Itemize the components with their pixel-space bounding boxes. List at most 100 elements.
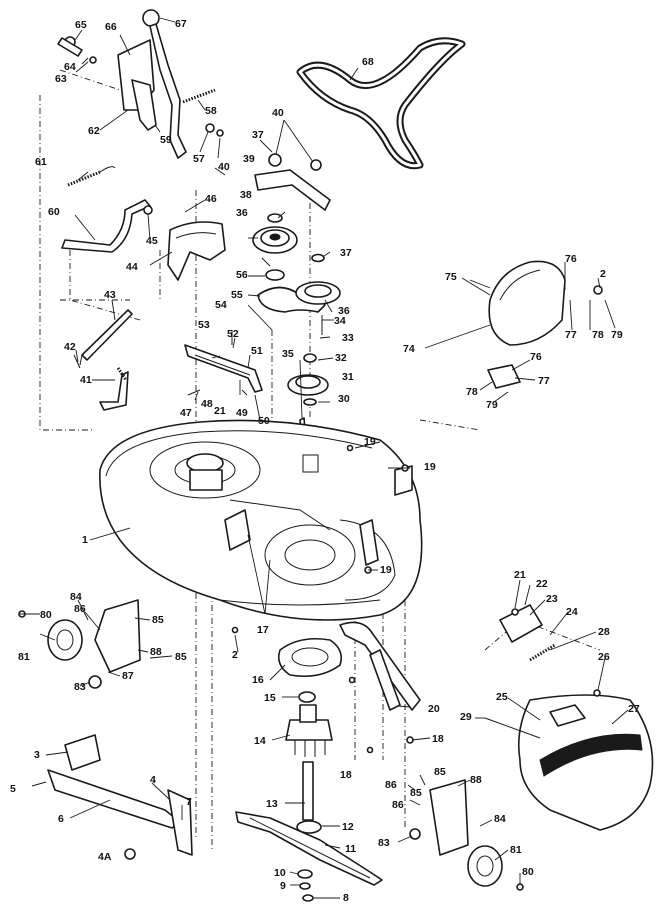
label-28: 28 [598,626,610,638]
label-33: 33 [342,332,354,344]
spindle-14 [285,704,333,757]
label-84a: 84 [70,591,82,603]
label-63: 63 [55,73,67,85]
label-78b: 78 [466,386,478,398]
lift-lever-assembly [57,9,224,159]
label-76b: 76 [530,351,542,363]
label-37b: 37 [340,247,352,259]
label-61: 61 [35,156,47,168]
label-88a: 88 [150,646,162,658]
bracket-23 [499,604,556,662]
label-88b: 88 [470,774,482,786]
label-6: 6 [58,813,64,825]
spring-61 [67,166,116,187]
label-38: 38 [240,189,252,201]
label-79b: 79 [486,399,498,411]
label-10: 10 [274,867,286,879]
link-rod-60 [61,199,153,253]
link-6 [47,769,181,829]
label-86c: 86 [392,799,404,811]
label-64: 64 [64,61,76,73]
stabilizer-20 [339,621,421,711]
idler-bracket-39 [254,153,331,211]
spacer-31 [303,398,317,406]
label-21a: 21 [214,405,226,417]
label-16: 16 [252,674,264,686]
pulley-36-lower [295,281,341,305]
label-55: 55 [231,289,243,301]
label-21b: 21 [514,569,526,581]
mower-deck-1 [99,419,423,621]
label-18a: 18 [432,733,444,745]
label-57: 57 [193,153,205,165]
label-83a: 83 [74,681,86,693]
label-58: 58 [205,105,217,117]
label-19c: 19 [380,564,392,576]
pulley-32 [287,353,329,396]
label-78a: 78 [592,329,604,341]
label-36a: 36 [236,207,248,219]
seat-74 [487,260,603,389]
label-4: 4 [150,774,156,786]
label-62: 62 [88,125,100,137]
label-80a: 80 [40,609,52,621]
label-3: 3 [34,749,40,761]
label-77a: 77 [565,329,577,341]
label-86a: 86 [74,603,86,615]
label-85b: 85 [175,651,187,663]
label-24: 24 [566,606,578,618]
washer-9 [299,882,311,890]
label-85c: 85 [434,766,446,778]
label-40b: 40 [218,161,230,173]
label-83b: 83 [378,837,390,849]
label-77b: 77 [538,375,550,387]
drive-belt [296,37,466,170]
label-30: 30 [338,393,350,405]
cover-27 [517,694,654,831]
pin-5 [31,781,47,787]
label-35: 35 [282,348,294,360]
label-7: 7 [186,796,192,808]
label-27: 27 [628,703,640,715]
label-13: 13 [266,798,278,810]
label-20: 20 [428,703,440,715]
pulley-36-upper [252,226,298,254]
nut-15 [298,691,316,703]
label-15: 15 [264,692,276,704]
label-79a: 79 [611,329,623,341]
label-26a: 26 [598,651,610,663]
spindle-housing-16 [277,637,343,678]
washer-37 [311,253,325,263]
bolt-47 [187,389,201,396]
adapter-12 [296,820,322,834]
label-84b: 84 [494,813,506,825]
label-44: 44 [126,261,138,273]
bracket-3 [64,734,101,771]
label-74: 74 [403,343,415,355]
label-29: 29 [460,711,472,723]
washer-56 [265,269,285,281]
label-81b: 81 [510,844,522,856]
label-60: 60 [48,206,60,218]
label-2-seat: 2 [600,268,606,280]
blade-11 [235,811,383,886]
label-45: 45 [146,235,158,247]
label-31: 31 [342,371,354,383]
label-23: 23 [546,593,558,605]
label-81a: 81 [18,651,30,663]
spacer-38 [267,213,283,223]
bracket-41 [73,354,129,411]
label-34: 34 [334,315,346,327]
label-43: 43 [104,289,116,301]
label-39: 39 [243,153,255,165]
label-51: 51 [251,345,263,357]
cable-29 [484,717,541,739]
label-47: 47 [180,407,192,419]
leader-lines [20,17,629,899]
label-85d: 85 [410,787,422,799]
label-9: 9 [280,880,286,892]
label-22: 22 [536,578,548,590]
label-46: 46 [205,193,217,205]
bracket-7 [167,789,193,856]
